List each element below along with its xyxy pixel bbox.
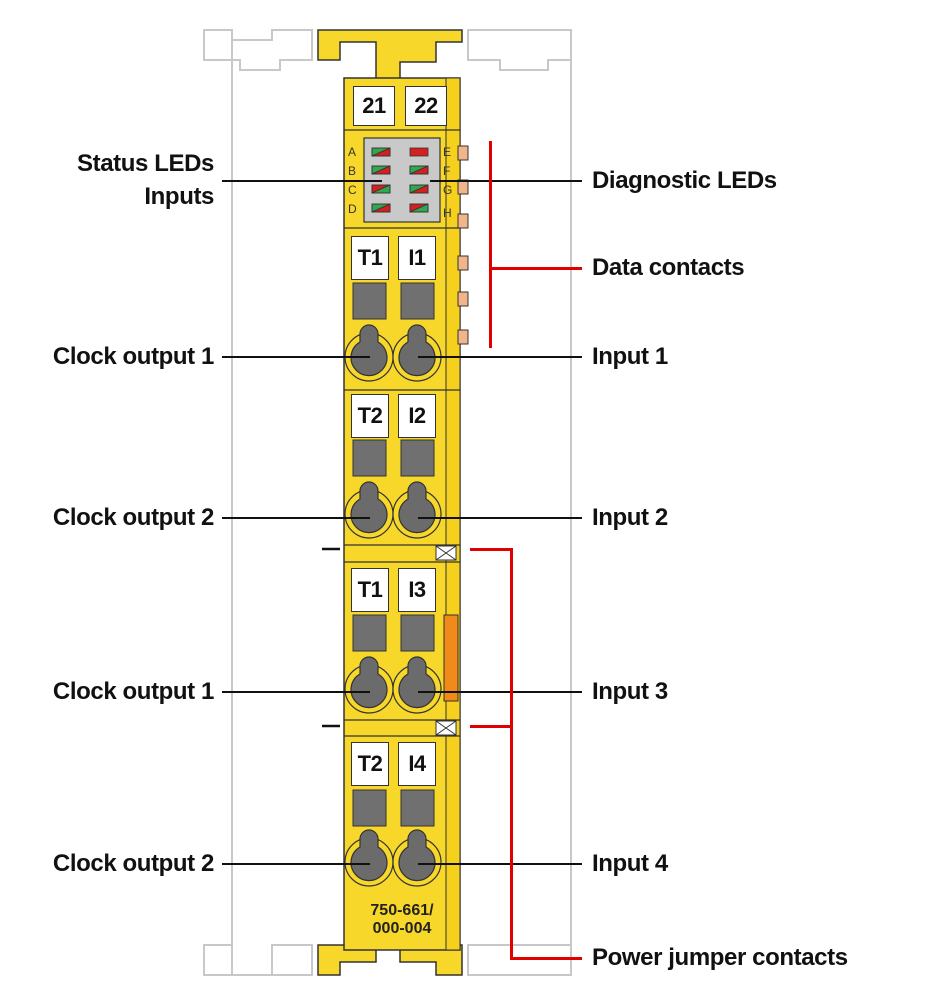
led-letter-h: H [443, 206, 452, 220]
label-input-2: Input 2 [592, 504, 668, 531]
callout-line-clock-output-1a [222, 356, 370, 358]
data-contacts-bracket [489, 141, 492, 348]
led-letter-g: G [443, 183, 453, 197]
label-status-leds-inputs: Inputs [144, 183, 214, 210]
left-stub-lines [322, 547, 340, 728]
push-button [400, 282, 435, 320]
led-letter-c: C [348, 183, 357, 197]
callout-line-clock-output-1b [222, 691, 370, 693]
power-jumper-bar [443, 614, 459, 702]
terminal-hardware [352, 282, 435, 827]
power-jumper-bracket [510, 548, 513, 960]
led-letter-f: F [443, 164, 451, 178]
label-input-3: Input 3 [592, 678, 668, 705]
label-diagnostic-leds: Diagnostic LEDs [592, 167, 777, 194]
clamp-opening [392, 829, 442, 887]
clamp-opening [392, 481, 442, 539]
terminal-label-t2-b: T2 [351, 742, 389, 786]
callout-line-status-leds [222, 180, 382, 182]
label-power-jumper-contacts: Power jumper contacts [592, 944, 848, 971]
callout-line-input-4 [418, 863, 582, 865]
push-button [400, 789, 435, 827]
push-button [352, 439, 387, 477]
terminal-label-i3: I3 [398, 568, 436, 612]
power-jumper-mid-leader [470, 725, 512, 728]
led-letter-b: B [348, 164, 357, 178]
label-clock-output-2a: Clock output 2 [52, 504, 214, 531]
callout-line-input-1 [418, 356, 582, 358]
terminal-label-i2: I2 [398, 394, 436, 438]
section-separators [344, 129, 460, 737]
callout-line-diagnostic-leds [430, 180, 582, 182]
callout-line-input-2 [418, 517, 582, 519]
push-button [352, 614, 387, 652]
terminal-label-22: 22 [405, 86, 447, 126]
callout-line-clock-output-2b [222, 863, 370, 865]
clamp-opening [344, 481, 394, 539]
label-input-1: Input 1 [592, 343, 668, 370]
push-button [400, 614, 435, 652]
terminal-label-i1: I1 [398, 236, 436, 280]
jumper-contact-markers [435, 545, 457, 736]
led-letter-e: E [443, 145, 452, 159]
din-rail-outline [203, 29, 572, 976]
model-number-line1: 750-661/ [370, 902, 434, 919]
led-letter-d: D [348, 202, 357, 216]
clamp-opening [392, 324, 442, 382]
terminal-label-t2-a: T2 [351, 394, 389, 438]
data-contacts-leader [489, 267, 582, 270]
label-clock-output-1b: Clock output 1 [52, 678, 214, 705]
label-clock-output-2b: Clock output 2 [52, 850, 214, 877]
power-jumper-top-leader [470, 548, 512, 551]
push-button [352, 789, 387, 827]
terminal-label-i4: I4 [398, 742, 436, 786]
terminal-label-t1-b: T1 [351, 568, 389, 612]
led-letter-a: A [348, 145, 357, 159]
power-jumper-leader [510, 957, 582, 960]
push-button [400, 439, 435, 477]
callout-line-input-3 [418, 691, 582, 693]
label-input-4: Input 4 [592, 850, 668, 877]
top-latch [317, 29, 463, 81]
label-data-contacts: Data contacts [592, 254, 745, 281]
callout-line-clock-output-2a [222, 517, 370, 519]
clamp-opening [344, 829, 394, 887]
clamp-opening [344, 656, 394, 714]
terminal-label-21: 21 [353, 86, 395, 126]
terminal-label-t1-a: T1 [351, 236, 389, 280]
led-array [371, 147, 429, 213]
label-clock-output-1a: Clock output 1 [52, 343, 214, 370]
push-button [352, 282, 387, 320]
clamp-opening [392, 656, 442, 714]
label-status-leds: Status LEDs [77, 150, 214, 177]
model-number-line2: 000-004 [372, 920, 432, 937]
